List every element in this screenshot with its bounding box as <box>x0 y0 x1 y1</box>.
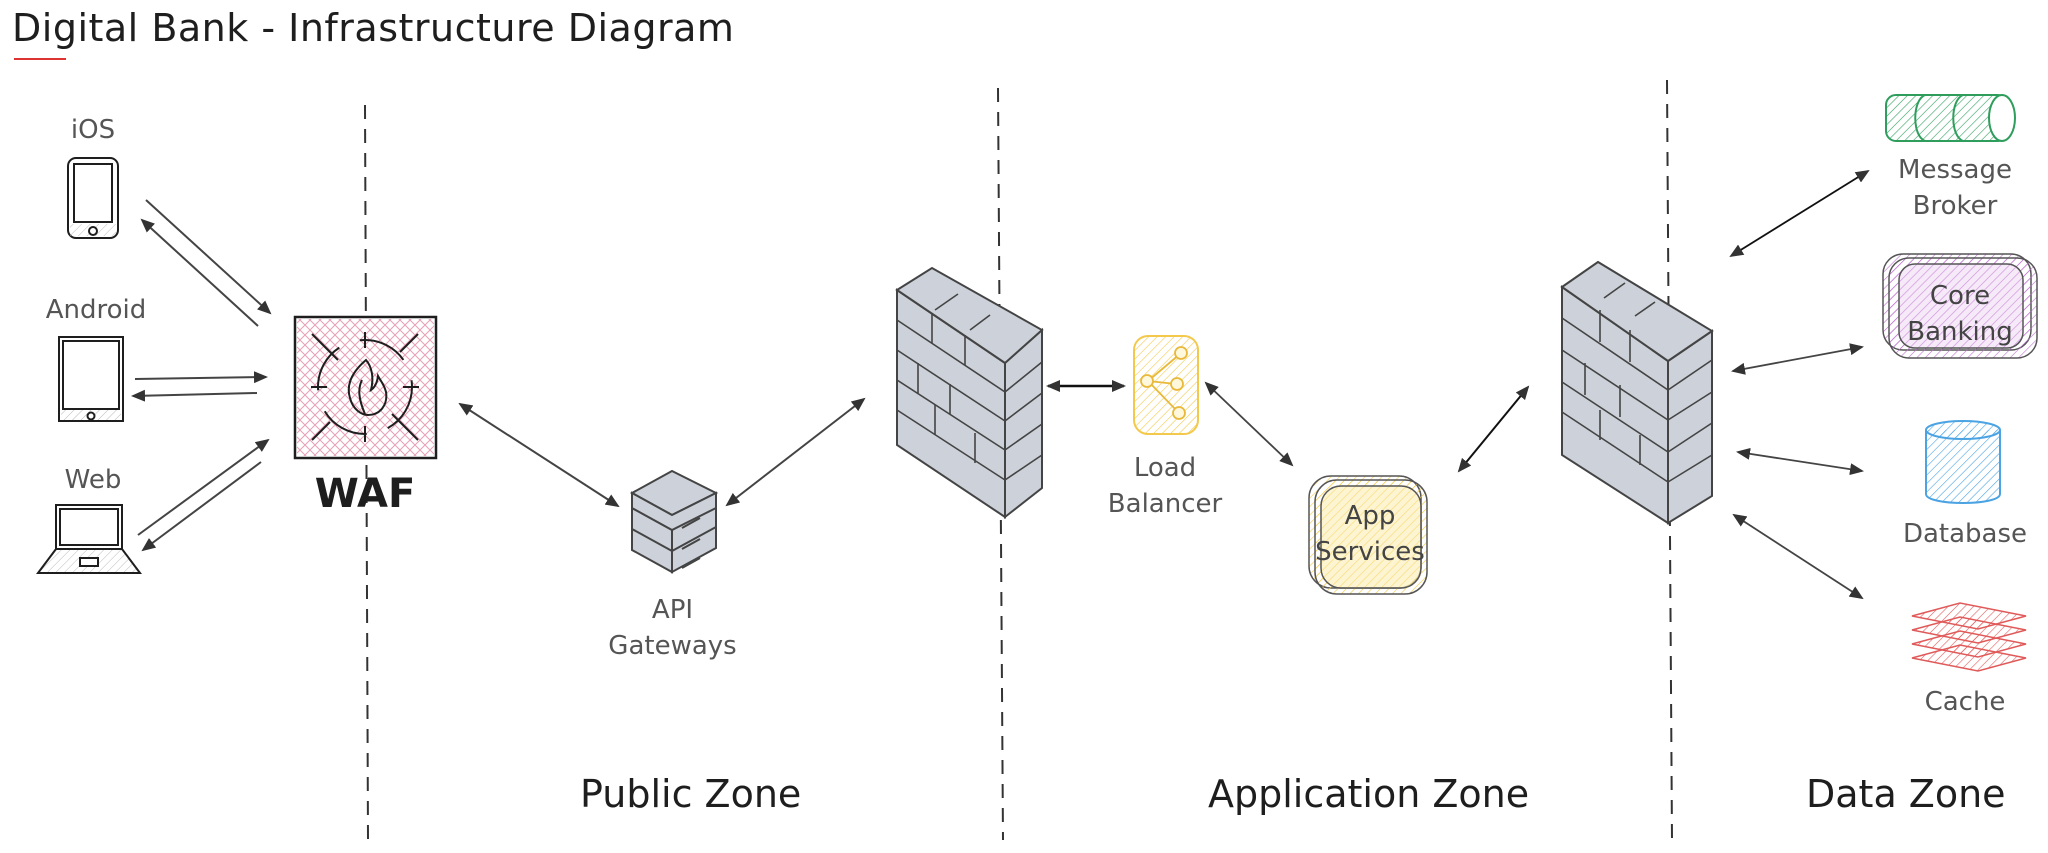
arrow-web-to-waf <box>137 438 270 536</box>
database-label: Database <box>1902 519 2028 549</box>
android-tablet-icon <box>58 336 124 422</box>
ios-label: iOS <box>70 115 116 145</box>
core-banking-label: Core Banking <box>1907 281 2013 347</box>
arrow-firewall-2-core-banking <box>1731 343 1864 375</box>
data-zone-label: Data Zone <box>1806 772 2006 816</box>
firewall-1-brick-wall-icon <box>895 266 1044 520</box>
application-zone-label: Application Zone <box>1208 772 1530 816</box>
core-banking-icon <box>1882 253 2038 359</box>
public-zone-label: Public Zone <box>580 772 802 816</box>
zone-divider-1 <box>364 104 369 841</box>
arrow-api-gateways-firewall-1 <box>725 397 866 507</box>
cache-label: Cache <box>1924 687 2006 717</box>
web-label: Web <box>64 465 122 495</box>
waf-label: WAF <box>314 471 416 517</box>
arrow-waf-api-gateways <box>458 402 620 508</box>
diagram-title: Digital Bank - Infrastructure Diagram <box>12 6 735 60</box>
zone-divider-2 <box>997 87 1004 841</box>
message-broker-queue-icon <box>1885 94 2016 142</box>
api-gateways-label: API Gateways <box>608 595 737 661</box>
arrow-android-to-waf <box>134 371 268 384</box>
app-services-label: App Services <box>1315 501 1425 567</box>
arrow-firewall-2-cache <box>1732 513 1864 600</box>
arrow-waf-to-ios <box>140 218 259 327</box>
message-broker-label: Message Broker <box>1898 155 2012 221</box>
diagram-title-text: Digital Bank - Infrastructure Diagram <box>12 6 735 50</box>
arrow-firewall-2-database <box>1736 447 1864 476</box>
arrow-load-balancer-app-services <box>1204 381 1294 467</box>
load-balancer-label: Load Balancer <box>1107 453 1223 519</box>
app-services-icon <box>1308 475 1428 595</box>
api-gateways-server-icon <box>629 469 719 574</box>
arrow-firewall-2-message-broker <box>1729 169 1870 258</box>
cache-layers-icon <box>1911 602 2027 672</box>
android-label: Android <box>45 295 147 325</box>
spellcheck-underline <box>14 58 66 60</box>
zone-divider-3 <box>1666 79 1673 841</box>
arrow-app-services-firewall-2 <box>1457 385 1530 473</box>
ios-phone-icon <box>67 157 119 239</box>
arrow-ios-to-waf <box>145 199 272 315</box>
arrow-waf-to-android <box>131 389 258 402</box>
web-laptop-icon <box>36 504 142 574</box>
database-cylinder-icon <box>1925 420 2001 504</box>
waf-firewall-icon <box>293 315 438 460</box>
load-balancer-icon <box>1133 335 1199 435</box>
arrow-waf-to-web <box>141 461 262 552</box>
firewall-2-brick-wall-icon <box>1560 260 1714 525</box>
